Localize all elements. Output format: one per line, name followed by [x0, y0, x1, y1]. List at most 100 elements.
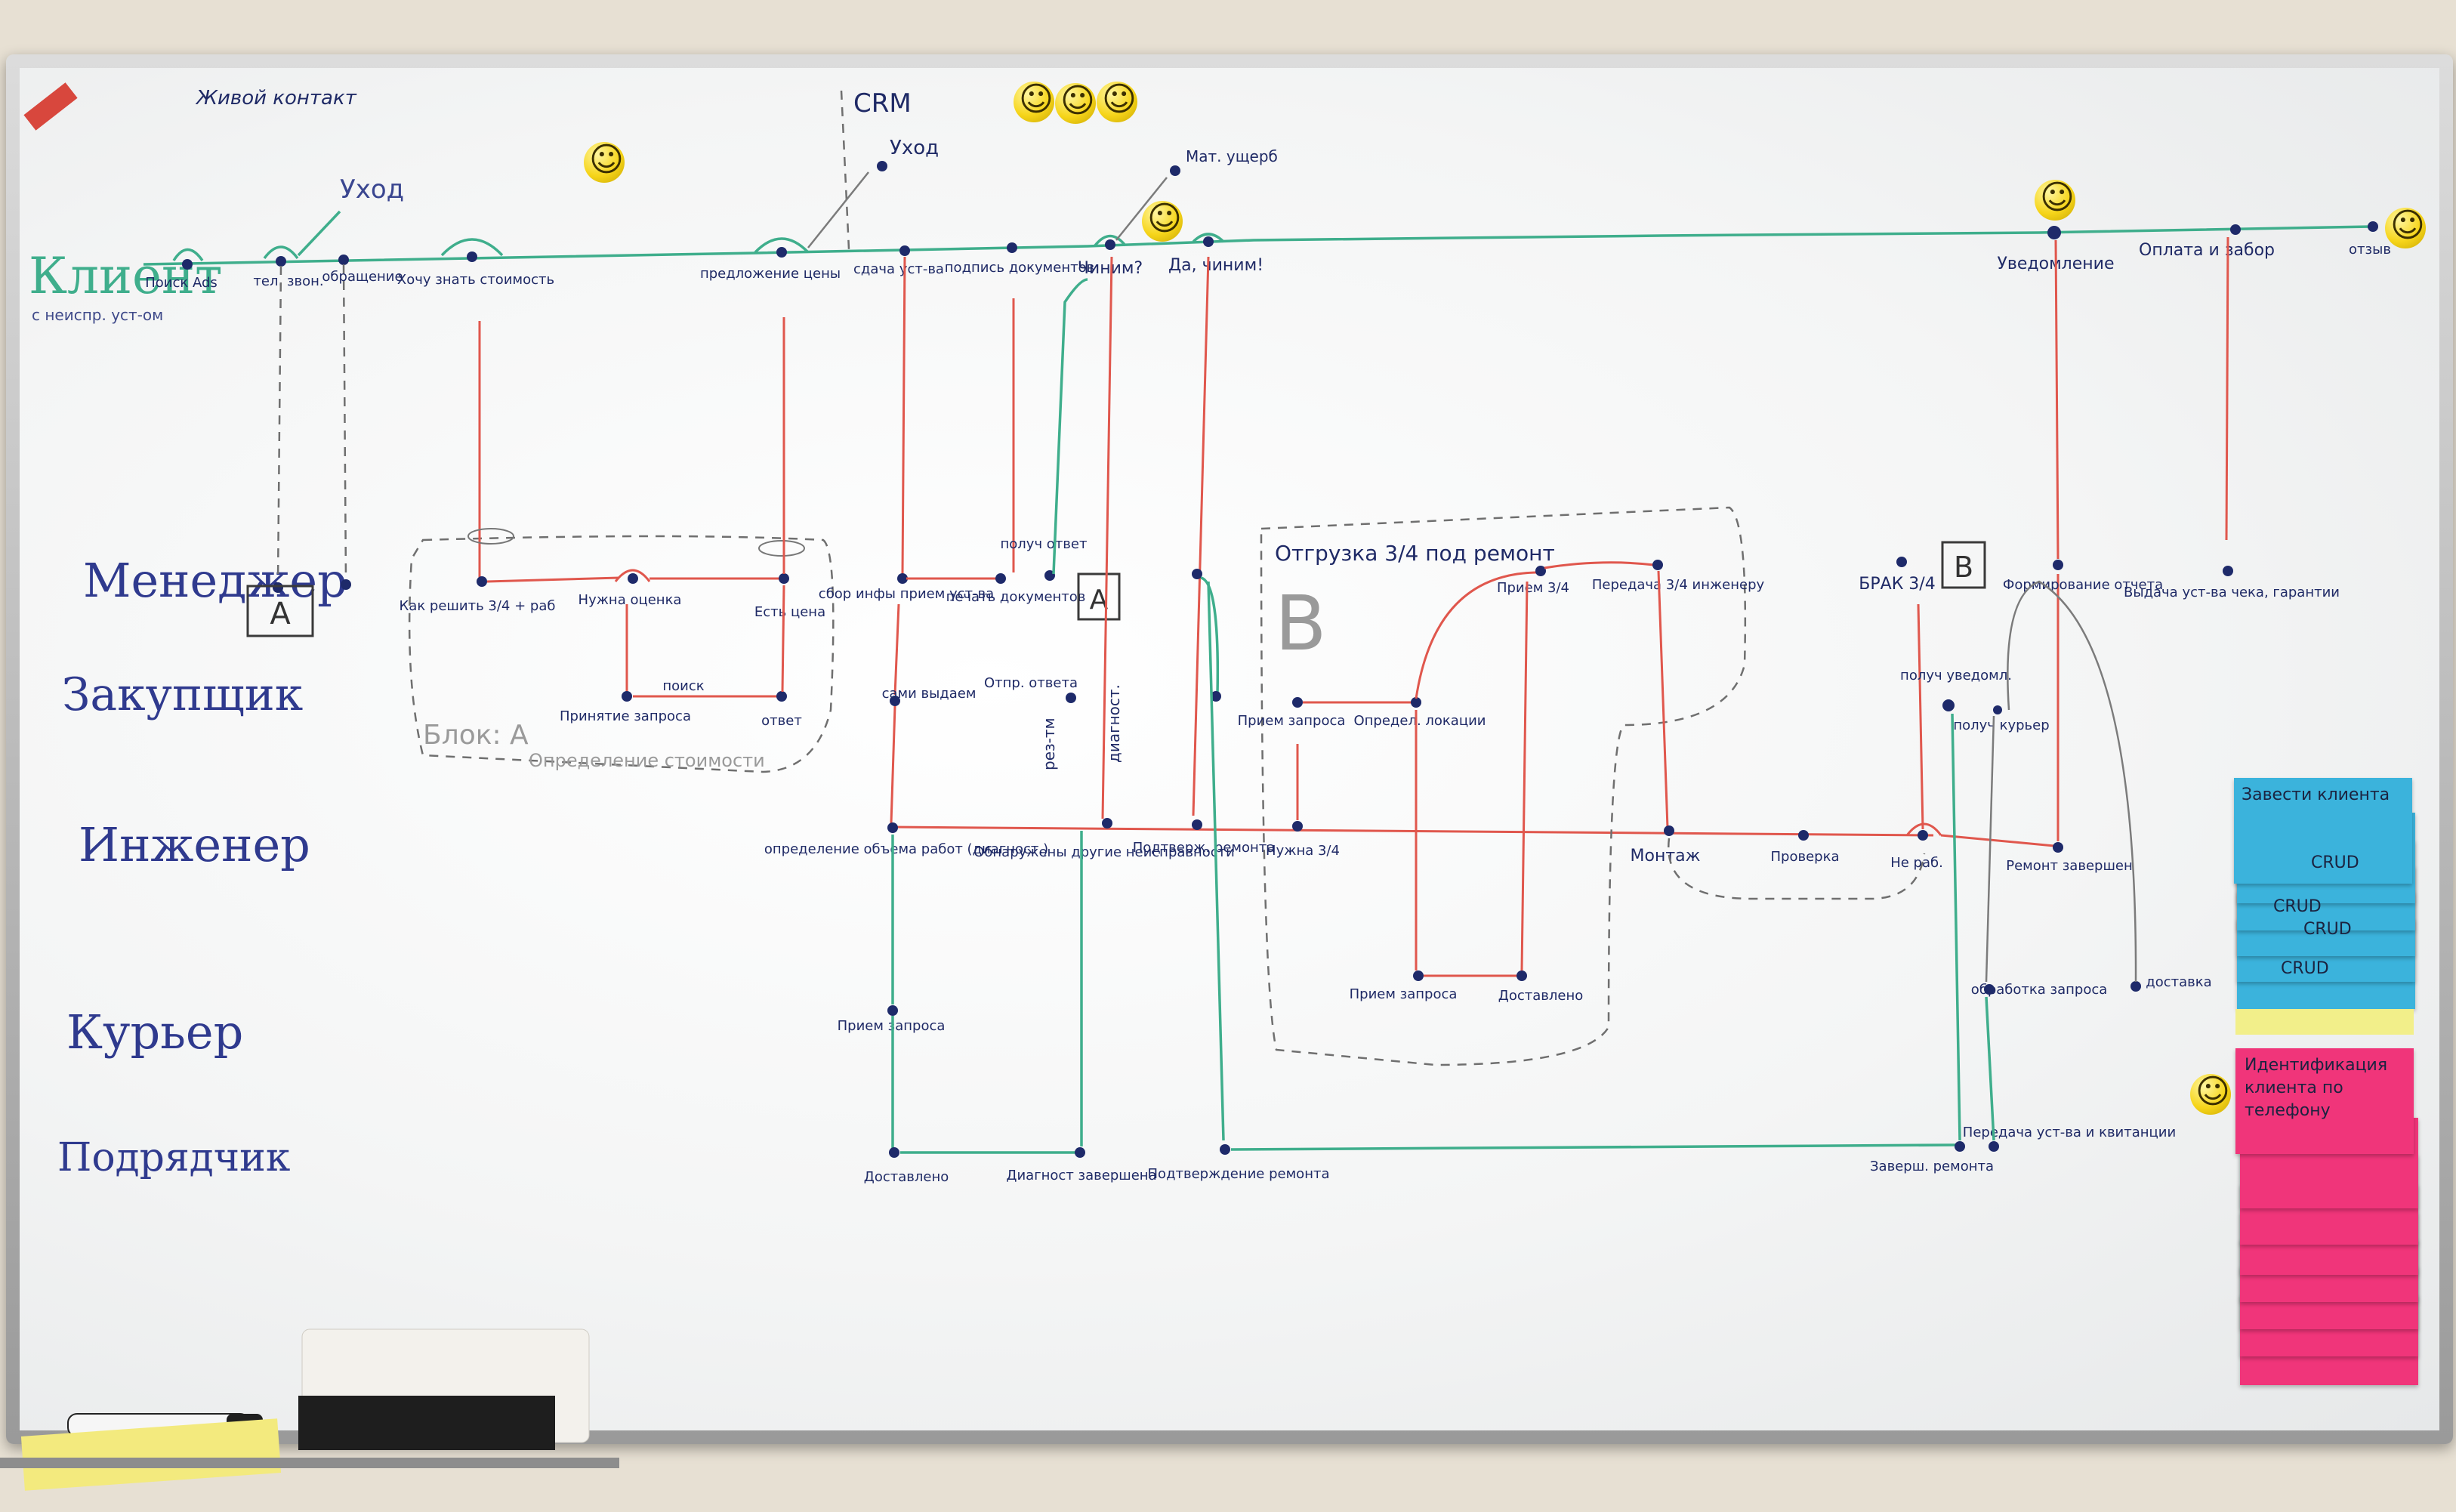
- label-handover: сдача уст-ва: [853, 261, 944, 277]
- tray-yellow-pad: [20, 1418, 282, 1491]
- red-engineer-line: [890, 825, 1934, 837]
- block-a-port-1: [467, 528, 514, 545]
- red-define-receive: [1415, 571, 1538, 699]
- label-diag: диагност.: [1105, 684, 1123, 763]
- node-review: [2368, 221, 2378, 232]
- grn-confirm-down: [1207, 581, 1225, 1141]
- label-rec-ans: получ ответ: [1001, 536, 1088, 552]
- box-b-manager: [1941, 541, 1986, 589]
- smiley-magnet-1[interactable]: [584, 140, 625, 183]
- node-get-courier: [1993, 705, 2002, 714]
- client-timeline-arc-5: [1094, 234, 1127, 247]
- exit-arrow-2: [807, 171, 869, 248]
- red-found-fixq: [1101, 256, 1113, 819]
- sticky-pink-title: Идентификация клиента по телефону: [2245, 1056, 2388, 1120]
- label-delivery: доставка: [2146, 974, 2211, 990]
- node-confirm: [1192, 819, 1202, 830]
- client-timeline-arc-2: [263, 245, 299, 260]
- red-payment-give: [2225, 236, 2229, 541]
- label-receive: Прием 3/4: [1497, 580, 1569, 596]
- client-timeline-arc-3: [440, 238, 504, 257]
- exit-arrow-3: [1115, 177, 1168, 241]
- client-timeline: [143, 225, 2372, 266]
- gry-delivery-loop: [2007, 580, 2137, 983]
- label-define: определение объема работ (диагност.): [764, 841, 1048, 857]
- node-parts-accept: [1292, 697, 1303, 708]
- label-need-est: Нужна оценка: [579, 592, 682, 608]
- label-need-parts: Нужна 3/4: [1266, 843, 1340, 859]
- red-delivered-receive: [1520, 581, 1529, 971]
- node-defect: [1896, 557, 1907, 567]
- block-a-label: Блок: А: [423, 720, 529, 751]
- grn-repair-notice: [1951, 713, 1961, 1141]
- label-fix-q: Чиним?: [1078, 259, 1143, 278]
- label-to-engineer: Передача 3/4 инженеру: [1592, 577, 1765, 593]
- label-req-process: обработка запроса: [1971, 982, 2108, 998]
- node-want-cost: [467, 251, 477, 262]
- box-a-letter: A: [270, 597, 291, 631]
- label-repair-done: Заверш. ремонта: [1870, 1159, 1994, 1174]
- node-courier-accept: [1413, 970, 1424, 981]
- gry-courier-process: [1985, 715, 1995, 983]
- label-not-work: Не раб.: [1890, 855, 1943, 871]
- parts-box-region: [1260, 506, 1747, 1066]
- smiley-magnet-6[interactable]: [2035, 178, 2075, 221]
- lane-buyer: Закупщик: [62, 668, 303, 721]
- label-delivered-parts: Доставлено: [1498, 988, 1583, 1004]
- lane-courier: Курьер: [66, 1004, 243, 1060]
- lane-engineer: Инженер: [79, 817, 310, 872]
- label-send-ans: Отпр. ответа: [984, 675, 1078, 691]
- block-a-port-2: [758, 540, 805, 557]
- label-check: Проверка: [1771, 849, 1840, 865]
- smiley-magnet-4[interactable]: [1097, 80, 1137, 122]
- node-gets-notice: [1942, 699, 1955, 711]
- label-form-report: Формирование отчета: [2003, 577, 2163, 593]
- label-request: обращение: [322, 269, 403, 285]
- node-search: [182, 259, 193, 270]
- red-arc-notwork: [1905, 822, 1942, 836]
- parts-box-title: Отгрузка 3/4 под ремонт: [1275, 541, 1555, 566]
- block-a-region: [408, 535, 835, 773]
- label-courier-accept: Прием запроса: [1350, 986, 1458, 1002]
- smiley-magnet-7[interactable]: [2385, 206, 2426, 248]
- label-get-courier: получ курьер: [1953, 717, 2049, 733]
- node-phone: [276, 256, 286, 267]
- corner-sticker: [23, 82, 78, 131]
- sticky-yellow-strip: [2235, 1009, 2414, 1035]
- red-fixyes-confirm: [1192, 256, 1210, 816]
- node-request: [338, 255, 349, 265]
- smiley-magnet-8[interactable]: [2190, 1072, 2231, 1115]
- node-hand-over: [1989, 1141, 1999, 1152]
- node-define: [887, 822, 898, 833]
- label-res: рез-тм: [1040, 717, 1058, 770]
- tray-rail: [0, 1458, 619, 1468]
- label-fix-yes: Да, чиним!: [1168, 256, 1263, 275]
- whiteboard: [6, 54, 2453, 1444]
- dash-request-manager: [342, 264, 347, 582]
- sticky-pink-1[interactable]: [2235, 1048, 2414, 1154]
- label-search: Поиск Ads: [145, 275, 218, 291]
- smiley-magnet-5[interactable]: [1142, 199, 1183, 242]
- node-done: [2053, 842, 2063, 853]
- label-phone: тел. звон.: [253, 273, 323, 289]
- smiley-magnet-2[interactable]: [1014, 80, 1054, 122]
- label-want-cost: Хочу знать стоимость: [397, 272, 554, 288]
- marker-holder: [298, 1396, 555, 1450]
- client-timeline-arc-1: [172, 248, 204, 262]
- label-answer: ответ: [761, 713, 802, 729]
- red-self-define: [890, 705, 896, 824]
- sticky-blue-1[interactable]: [2234, 778, 2412, 884]
- smiley-magnet-3[interactable]: [1055, 82, 1096, 124]
- label-collect: сбор инфы прием уст-ва: [819, 586, 994, 602]
- node-fixyes-manager: [1192, 569, 1202, 579]
- crm-divider: [840, 90, 850, 250]
- node-define-loc: [1411, 697, 1421, 708]
- node-self-do: [890, 696, 900, 706]
- node-diag-done: [1075, 1147, 1085, 1158]
- node-mount: [1664, 825, 1674, 836]
- node-manager-b: [341, 579, 351, 590]
- parts-box-letter: B: [1275, 579, 1327, 668]
- label-sign-docs: подпись документов: [945, 260, 1094, 276]
- label-price-offer: предложение цены: [700, 266, 841, 282]
